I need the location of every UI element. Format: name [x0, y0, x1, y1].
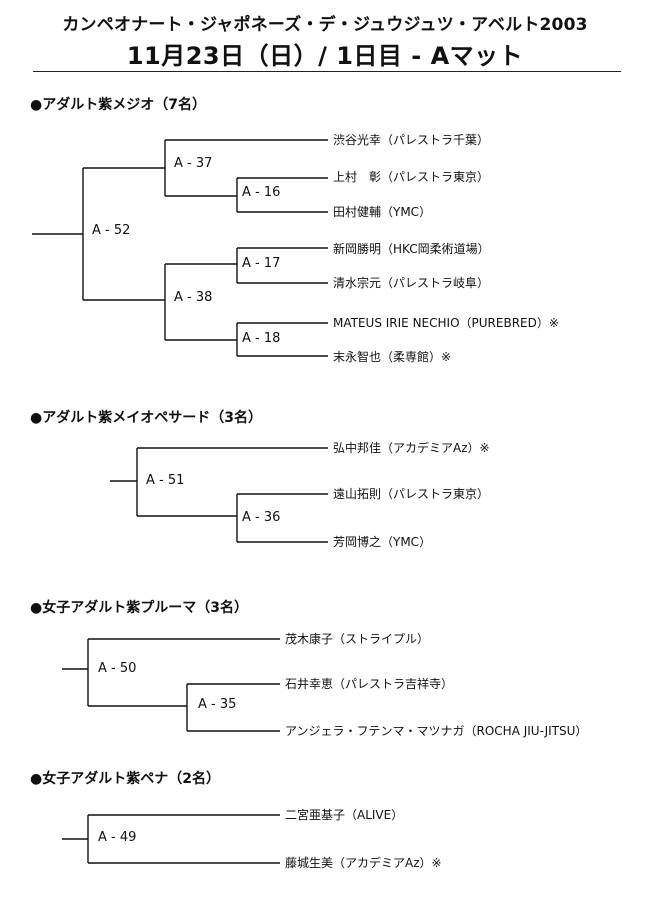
competitor-entry: 清水宗元（パレストラ岐阜）	[333, 276, 490, 290]
competitor-entry: MATEUS IRIE NECHIO（PUREBRED）※	[333, 316, 559, 330]
competitor-entry: 新岡勝明（HKC岡柔術道場）	[333, 242, 490, 256]
match-label: A - 35	[198, 697, 237, 712]
competitor-entry: 藤城生美（アカデミアAz）※	[285, 856, 442, 870]
competitor-entry: 遠山拓則（パレストラ東京）	[333, 487, 490, 501]
match-label: A - 52	[92, 223, 131, 238]
document-subtitle: 11月23日（日）/ 1日目 - Aマット	[126, 42, 524, 70]
competitor-entry: 渋谷光幸（パレストラ千葉）	[333, 133, 490, 147]
match-label: A - 50	[98, 661, 137, 676]
match-label: A - 17	[242, 256, 281, 271]
title-divider	[33, 71, 621, 72]
competitor-entry: 末永智也（柔専館）※	[333, 350, 452, 364]
match-label: A - 38	[174, 290, 213, 305]
match-label: A - 36	[242, 510, 281, 525]
document-title: カンペオナート・ジャポネーズ・デ・ジュウジュツ・アベルト2003	[62, 15, 588, 35]
division-title: ●アダルト紫メイオペサード（3名）	[30, 410, 262, 426]
match-label: A - 18	[242, 331, 281, 346]
division-title: ●女子アダルト紫ペナ（2名）	[30, 771, 220, 787]
competitor-entry: 上村 彰（パレストラ東京）	[333, 170, 490, 184]
match-label: A - 51	[146, 473, 185, 488]
division-title: ●アダルト紫メジオ（7名）	[30, 97, 206, 113]
competitor-entry: 二宮亜基子（ALIVE）	[285, 808, 404, 822]
competitor-entry: 石井幸恵（パレストラ吉祥寺）	[285, 677, 454, 691]
competitor-entry: 弘中邦佳（アカデミアAz）※	[333, 441, 490, 455]
match-label: A - 37	[174, 156, 213, 171]
competitor-entry: 芳岡博之（YMC）	[333, 535, 432, 549]
division-title: ●女子アダルト紫プルーマ（3名）	[30, 600, 248, 616]
competitor-entry: アンジェラ・フテンマ・マツナガ（ROCHA JIU-JITSU）	[285, 724, 588, 738]
competitor-entry: 田村健輔（YMC）	[333, 205, 432, 219]
competitor-entry: 茂木康子（ストライプル）	[285, 632, 430, 646]
match-label: A - 49	[98, 830, 137, 845]
match-label: A - 16	[242, 185, 281, 200]
